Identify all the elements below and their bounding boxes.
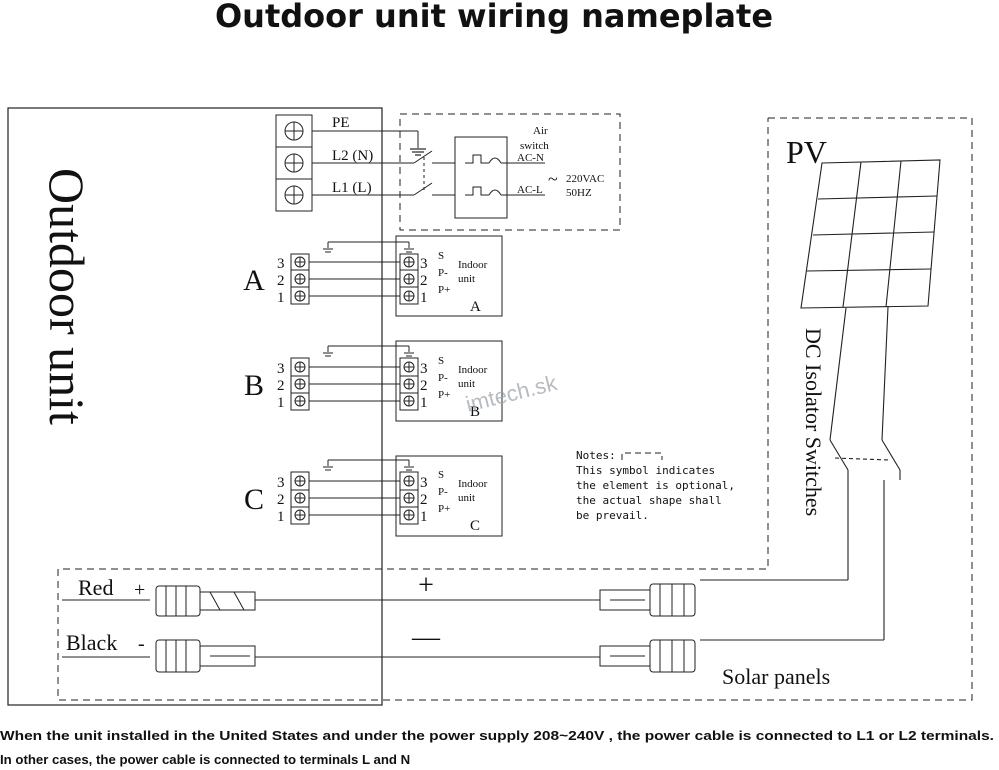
indoor-unit-b-group [290,340,503,422]
indoor-c-terminal-2: 2 [420,492,428,508]
indoor-a-label-letter: A [470,299,481,315]
indoor-a-label-line1: Indoor [458,259,488,271]
indoor-c-label-line1: Indoor [458,478,488,490]
indoor-unit-a-group [290,235,503,317]
notes-heading: Notes: [576,449,616,462]
air-switch-optional-box [399,113,621,231]
mc4-connector-red-right-icon [599,583,696,617]
indoor-unit-c-group [290,455,503,537]
indoor-b-terminal-1: 1 [420,395,428,411]
air-switch-label-line2: switch [520,140,549,152]
indoor-a-pin-pminus: P- [438,267,448,279]
indoor-b-pin-pplus: P+ [438,389,450,401]
page-title: Outdoor unit wiring nameplate [215,0,773,35]
outdoor-b-terminal-2: 2 [277,378,285,394]
red-wire-label: Red [78,575,113,600]
indoor-b-label-line1: Indoor [458,364,488,376]
notes-line4: be prevail. [576,509,649,522]
solar-panels-label: Solar panels [722,664,830,689]
indoor-b-terminal-2: 2 [420,378,428,394]
footer-note-line1: When the unit installed in the United St… [0,728,994,743]
indoor-b-pin-pminus: P- [438,372,448,384]
indoor-b-label-letter: B [470,404,480,420]
indoor-unit-a-letter: A [243,264,265,297]
black-wire-sign: - [138,633,145,655]
dc-cables [62,599,600,658]
pv-optional-region [57,117,973,701]
outdoor-unit-label: Outdoor unit [39,168,95,425]
footer-note-line2: In other cases, the power cable is conne… [0,752,410,767]
dc-isolator-label: DC Isolator Switches [801,328,826,516]
indoor-b-label-line2: unit [458,378,475,390]
ac-n-label: AC-N [517,152,544,164]
power-terminal-block [275,114,313,212]
frequency-label: 50HZ [566,187,592,199]
black-wire-label: Black [66,630,117,655]
notes-line1: This symbol indicates [576,464,715,477]
watermark: imtech.sk [463,370,560,417]
l1-terminal-label: L1 (L) [332,180,372,196]
outdoor-c-terminal-2: 2 [277,492,285,508]
indoor-c-label-letter: C [470,518,480,534]
indoor-c-pin-s: S [438,469,444,481]
indoor-a-pin-s: S [438,250,444,262]
outdoor-a-terminal-3: 3 [277,256,285,272]
indoor-a-terminal-3: 3 [420,256,428,272]
outdoor-a-terminal-2: 2 [277,273,285,289]
outdoor-b-terminal-1: 1 [277,395,285,411]
l2-terminal-label: L2 (N) [332,148,373,164]
mc4-connector-black-right-icon [599,639,696,673]
outdoor-b-terminal-3: 3 [277,361,285,377]
outdoor-unit-box [7,107,383,706]
solar-panel-icon [800,159,941,441]
positive-symbol: + [418,570,434,601]
voltage-label: 220VAC [566,173,604,185]
ac-l-label: AC-L [517,184,543,196]
indoor-a-terminal-2: 2 [420,273,428,289]
indoor-unit-c-letter: C [244,483,264,516]
negative-symbol: — [411,622,441,653]
pv-label: PV [786,134,827,170]
indoor-c-pin-pplus: P+ [438,503,450,515]
indoor-c-pin-pminus: P- [438,486,448,498]
pe-terminal-label: PE [332,115,350,131]
dc-isolator-switch-icon [700,439,901,641]
air-switch-label-line1: Air [533,125,548,137]
indoor-unit-b-letter: B [244,369,264,402]
indoor-a-label-line2: unit [458,273,475,285]
outdoor-c-terminal-3: 3 [277,475,285,491]
ac-symbol-icon: ~ [548,169,558,189]
red-wire-sign: + [134,579,145,601]
outdoor-c-terminal-1: 1 [277,509,285,525]
notes-line2: the element is optional, [576,479,735,492]
optional-symbol-icon [621,452,663,460]
outdoor-a-terminal-1: 1 [277,290,285,306]
pe-ground-icon [410,148,426,156]
indoor-a-pin-pplus: P+ [438,284,450,296]
mc4-connector-black-left-icon [155,639,256,673]
indoor-c-terminal-3: 3 [420,475,428,491]
mc4-connector-red-left-icon [155,585,256,617]
indoor-c-terminal-1: 1 [420,509,428,525]
indoor-b-pin-s: S [438,355,444,367]
air-switch-icon [413,136,545,219]
indoor-a-terminal-1: 1 [420,290,428,306]
indoor-b-terminal-3: 3 [420,361,428,377]
indoor-c-label-line2: unit [458,492,475,504]
notes-line3: the actual shape shall [576,494,722,507]
